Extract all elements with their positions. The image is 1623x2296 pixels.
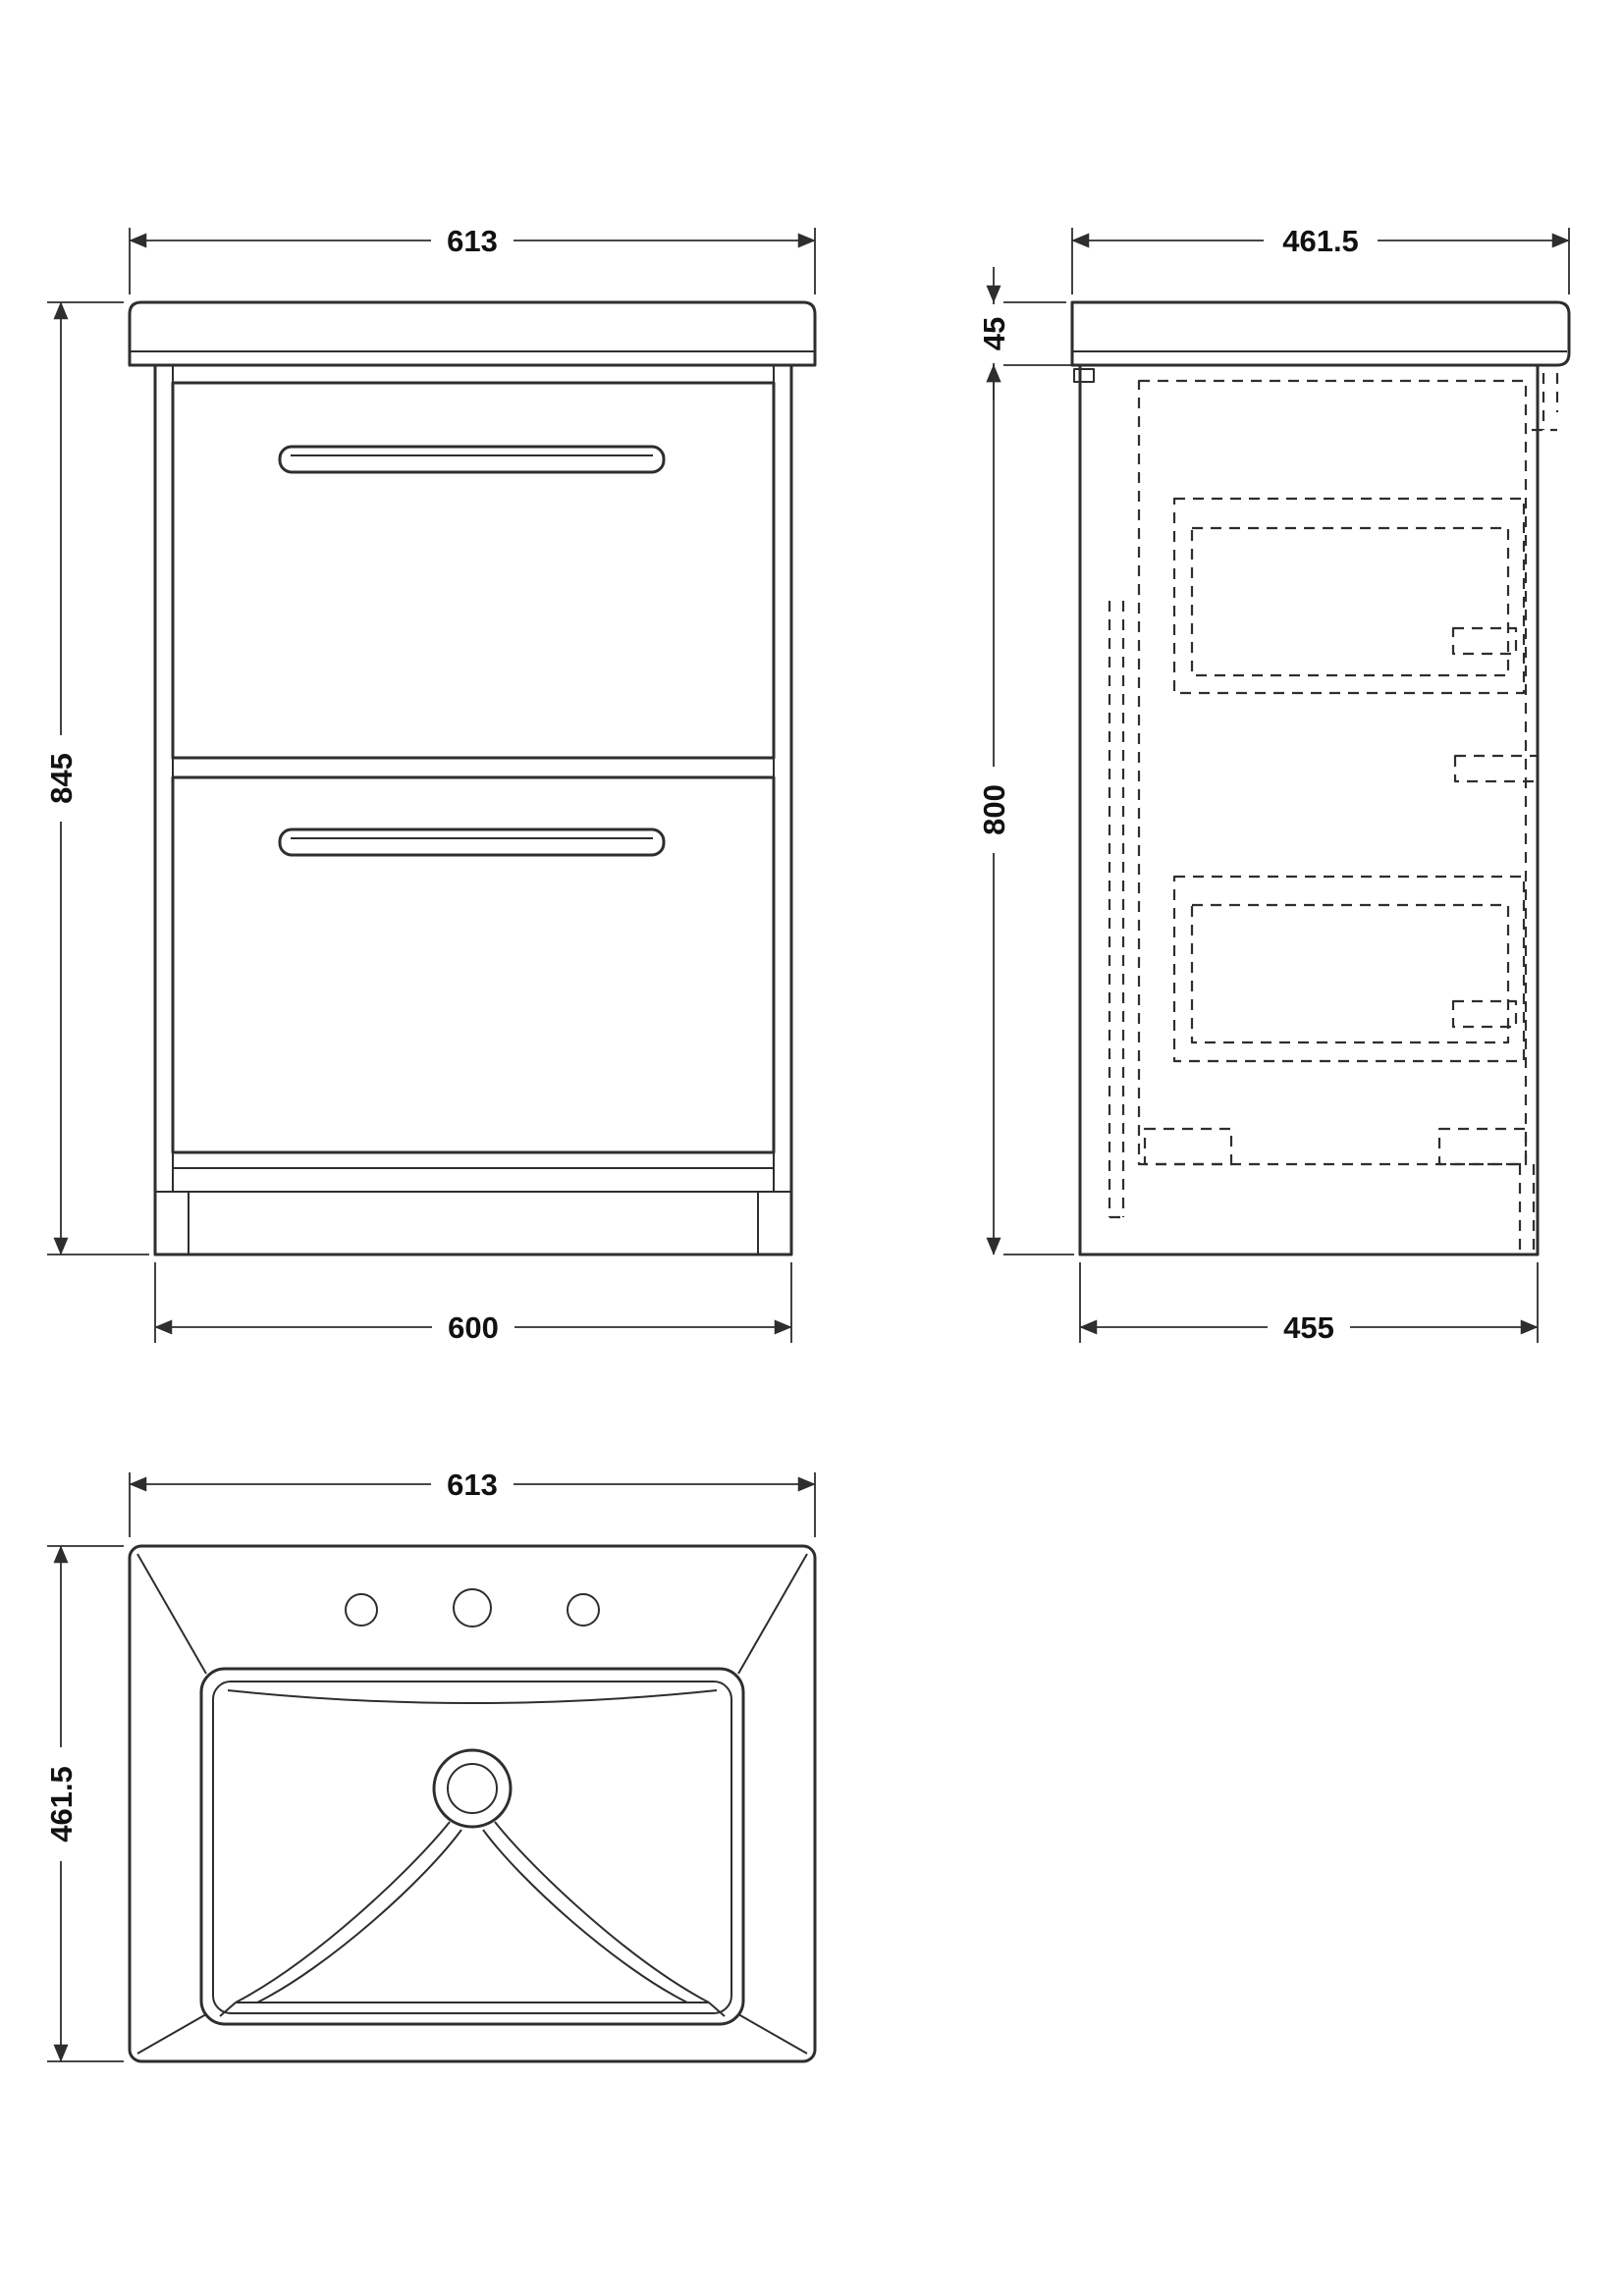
side-dim-cabinet-height: 800 [975, 364, 1074, 1255]
side-worktop [1070, 300, 1571, 383]
tap-hole-right [567, 1593, 600, 1627]
hidden-front-lip [1532, 373, 1559, 432]
dim-label-side-cabinet-height: 800 [977, 784, 1011, 835]
hidden-drawer-2-runner [1451, 999, 1518, 1029]
tap-hole-left [345, 1593, 378, 1627]
drawer-2-handle [278, 828, 666, 857]
front-dim-bottom-width: 600 [154, 1262, 792, 1346]
front-dim-top-width: 613 [129, 222, 816, 294]
hidden-bottom-rail-right [1437, 1127, 1528, 1166]
dim-label-front-bottom-width: 600 [448, 1310, 499, 1345]
hidden-back-panel [1108, 601, 1125, 1219]
basin-corner-slopes [136, 1553, 808, 2055]
plan-view: 613 461.5 [42, 1466, 817, 2063]
dim-label-front-top-width: 613 [447, 224, 498, 258]
front-worktop [128, 300, 817, 367]
side-hidden-structure [1108, 373, 1559, 1251]
side-dim-top-depth: 461.5 [1071, 222, 1570, 294]
side-cabinet-panel [1078, 363, 1540, 1256]
dim-label-side-bottom-depth: 455 [1283, 1310, 1334, 1345]
hidden-drawer-2-box [1172, 875, 1526, 1063]
plan-dim-depth: 461.5 [42, 1545, 124, 2062]
drawer-1-handle [278, 445, 666, 474]
dim-label-front-height: 845 [44, 753, 79, 804]
hidden-bottom-rail-left [1143, 1127, 1233, 1166]
hidden-mid-rail [1453, 754, 1540, 783]
dim-label-plan-width: 613 [447, 1468, 498, 1502]
basin-outer-rim [128, 1544, 817, 2063]
front-cabinet [153, 363, 793, 1256]
dim-label-side-top-depth: 461.5 [1282, 224, 1359, 258]
front-view: 613 845 600 [42, 222, 817, 1346]
tap-hole-center [453, 1588, 492, 1628]
front-dim-height: 845 [42, 301, 149, 1255]
front-drawer-2 [171, 775, 776, 1154]
side-fixing-bracket [1073, 368, 1095, 383]
hidden-plinth-front [1518, 1164, 1536, 1251]
plan-dim-width: 613 [129, 1466, 816, 1537]
front-drawer-1 [171, 381, 776, 760]
dim-label-side-worktop-thickness: 45 [977, 317, 1011, 350]
basin-bowl [199, 1667, 745, 2026]
side-dim-worktop-thickness: 45 [975, 267, 1074, 400]
dim-label-plan-depth: 461.5 [44, 1766, 79, 1842]
hidden-drawer-1-box [1172, 497, 1526, 695]
tap-holes [345, 1588, 600, 1628]
hidden-drawer-1-runner [1451, 626, 1518, 656]
waste-hole [432, 1748, 513, 1829]
bowl-slope-lines [219, 1821, 726, 2017]
side-dim-bottom-depth: 455 [1079, 1262, 1539, 1346]
side-view: 461.5 45 800 [975, 222, 1571, 1346]
